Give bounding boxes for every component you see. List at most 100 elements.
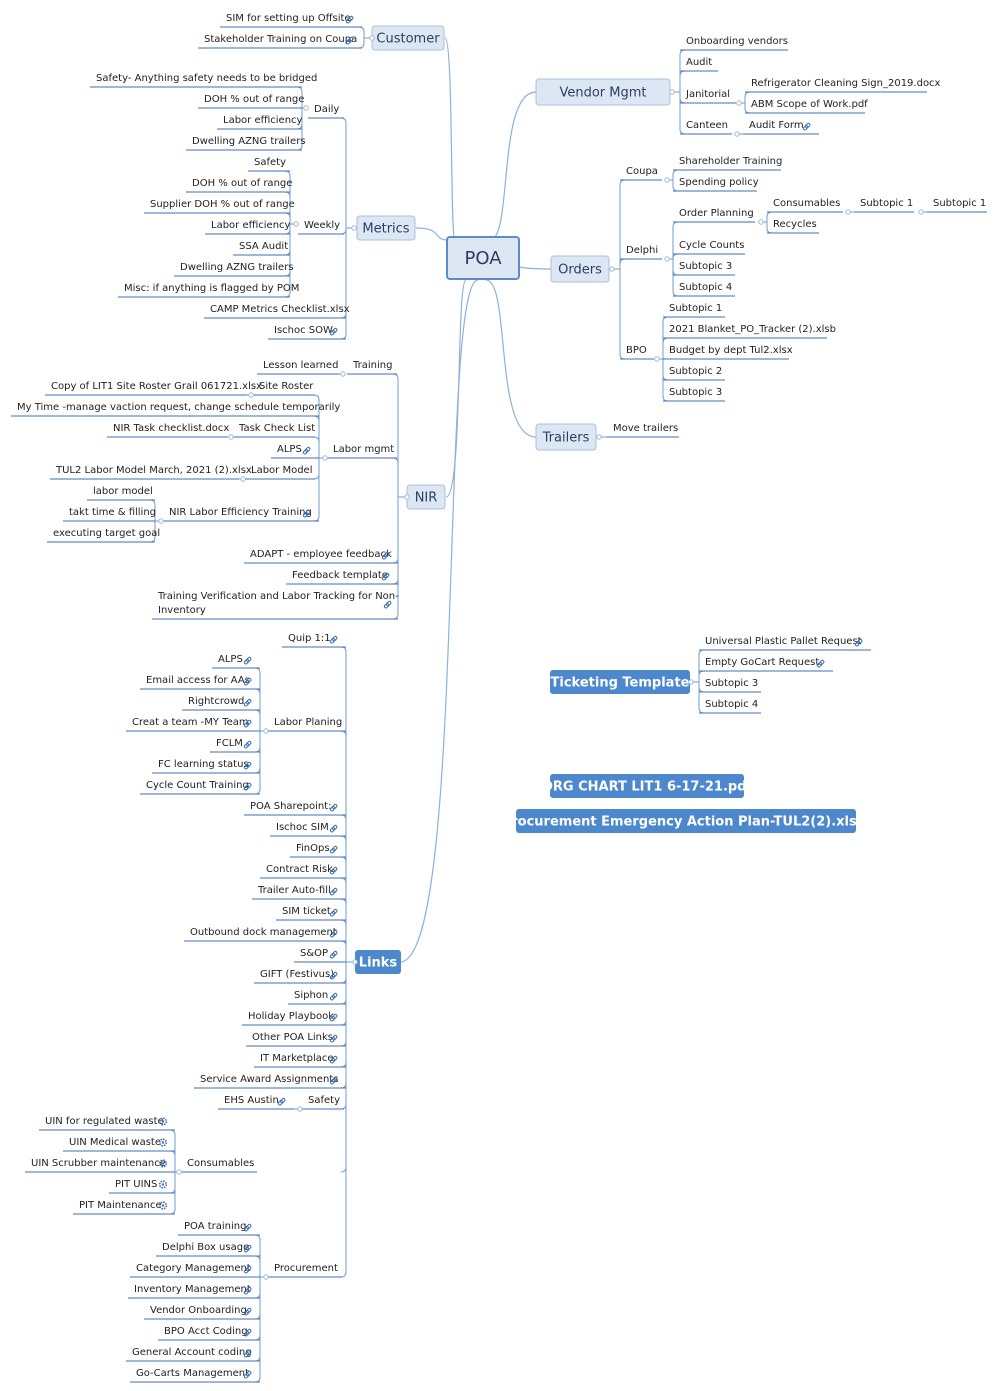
collapse-dot[interactable] [654,356,660,362]
gear-icon[interactable] [158,1180,168,1189]
collapse-dot[interactable] [688,679,694,685]
branch-customer[interactable]: Customer [371,25,445,51]
branch-org-chart-lit1-6-17-21-pdf[interactable]: ORG CHART LIT1 6-17-21.pdf [542,774,753,798]
node-sim-for-setting-up-offsite[interactable]: SIM for setting up Offsite [226,13,351,24]
link-icon[interactable] [854,638,863,647]
link-icon[interactable] [243,1349,252,1358]
link-icon[interactable] [243,677,252,686]
collapse-dot[interactable] [664,256,670,262]
node-empty-gocart-request[interactable]: Empty GoCart Request [705,657,819,668]
link-icon[interactable] [329,971,338,980]
collapse-dot[interactable] [596,434,602,440]
node-poa-training[interactable]: POA training [184,1221,247,1232]
node-nir-labor-efficiency-training[interactable]: NIR Labor Efficiency Training [169,507,312,518]
link-icon[interactable] [243,1265,252,1274]
node-email-access-for-aas[interactable]: Email access for AAs [146,675,250,686]
node-ischoc-sim[interactable]: Ischoc SIM [276,822,329,833]
node-holiday-playbook[interactable]: Holiday Playbook [248,1011,334,1022]
link-icon[interactable] [329,1076,338,1085]
link-icon[interactable] [329,992,338,1001]
collapse-dot[interactable] [263,1274,269,1280]
link-icon[interactable] [329,1034,338,1043]
gear-icon[interactable] [158,1138,168,1147]
node-training-verification[interactable]: Training Verification and Labor Tracking… [157,591,399,602]
link-icon[interactable] [383,600,392,609]
node-outbound-dock-management[interactable]: Outbound dock management [190,927,337,938]
collapse-dot[interactable] [369,35,375,41]
collapse-dot[interactable] [340,371,346,377]
gear-icon[interactable] [158,1117,168,1126]
node-uin-medical-waste[interactable]: UIN Medical waste [69,1137,161,1148]
link-icon[interactable] [329,845,338,854]
collapse-dot[interactable] [240,476,246,482]
node-s-op[interactable]: S&OP [300,948,328,959]
node-creat-a-team-my-team[interactable]: Creat a team -MY Team [132,717,249,728]
link-icon[interactable] [345,15,354,24]
node-adapt-employee-feedback[interactable]: ADAPT - employee feedback [250,549,392,560]
branch-nir[interactable]: NIR [406,484,446,510]
node-quip-1-1[interactable]: Quip 1:1 [288,633,331,644]
collapse-dot[interactable] [404,494,410,500]
link-icon[interactable] [329,866,338,875]
link-icon[interactable] [329,950,338,959]
collapse-dot[interactable] [351,225,357,231]
gear-icon[interactable] [158,1159,168,1168]
gear-icon[interactable] [158,1201,168,1210]
link-icon[interactable] [243,656,252,665]
collapse-dot[interactable] [736,100,742,106]
node-ehs-austin[interactable]: EHS Austin [224,1095,279,1106]
node-service-award-assignments[interactable]: Service Award Assignments [200,1074,338,1085]
link-icon[interactable] [243,1286,252,1295]
node-cycle-count-training[interactable]: Cycle Count Training [146,780,249,791]
link-icon[interactable] [329,803,338,812]
node-category-management[interactable]: Category Management [136,1263,251,1274]
link-icon[interactable] [243,761,252,770]
link-icon[interactable] [816,659,825,668]
collapse-dot[interactable] [263,728,269,734]
node-finops[interactable]: FinOps [296,843,330,854]
node-uin-for-regulated-waste[interactable]: UIN for regulated waste [45,1116,164,1127]
node-alps[interactable]: ALPS [218,654,243,665]
branch-poa[interactable]: POA [446,236,520,280]
node-ischoc-sow[interactable]: Ischoc SOW [274,325,333,336]
collapse-dot[interactable] [293,221,299,227]
link-icon[interactable] [329,635,338,644]
node-poa-sharepoint[interactable]: POA Sharepoint: [250,801,331,812]
branch-procurement-emergency-action-plan-tul2-2-xlsm[interactable]: Procurement Emergency Action Plan-TUL2(2… [502,809,871,833]
link-icon[interactable] [381,551,390,560]
link-icon[interactable] [802,122,811,131]
collapse-dot[interactable] [352,959,358,965]
node-contract-risk[interactable]: Contract Risk [266,864,333,875]
node-pit-uins[interactable]: PIT UINS [115,1179,157,1190]
branch-trailers[interactable]: Trailers [535,423,597,451]
collapse-dot[interactable] [609,266,615,272]
collapse-dot[interactable] [322,455,328,461]
link-icon[interactable] [277,1097,286,1106]
branch-metrics[interactable]: Metrics [356,215,416,241]
node-vendor-onboarding[interactable]: Vendor Onboarding [150,1305,247,1316]
node-uin-scrubber-maintenance[interactable]: UIN Scrubber maintenance [31,1158,166,1169]
collapse-dot[interactable] [758,219,764,225]
collapse-dot[interactable] [664,177,670,183]
node-it-marketplace[interactable]: IT Marketplace [260,1053,334,1064]
link-icon[interactable] [329,1013,338,1022]
node-rightcrowd[interactable]: Rightcrowd [188,696,244,707]
collapse-dot[interactable] [297,1106,303,1112]
node-fclm[interactable]: FCLM [216,738,243,749]
collapse-dot[interactable] [158,518,164,524]
branch-ticketing-template[interactable]: Ticketing Template [550,670,690,694]
node-stakeholder-training-on-coupa[interactable]: Stakeholder Training on Coupa [204,34,357,45]
link-icon[interactable] [345,36,354,45]
node-general-account-coding[interactable]: General Account coding [132,1347,252,1358]
node-bpo-acct-coding[interactable]: BPO Acct Coding [164,1326,248,1337]
node-audit-form[interactable]: Audit Form [749,120,804,131]
node-alps[interactable]: ALPS [277,444,302,455]
collapse-dot[interactable] [734,131,740,137]
node-universal-plastic-pallet-request[interactable]: Universal Plastic Pallet Request [705,636,862,647]
node-trailer-auto-fill[interactable]: Trailer Auto-fill [257,885,331,896]
link-icon[interactable] [243,1244,252,1253]
node-sim-ticket[interactable]: SIM ticket [282,906,331,917]
link-icon[interactable] [243,1328,252,1337]
link-icon[interactable] [243,782,252,791]
link-icon[interactable] [243,698,252,707]
